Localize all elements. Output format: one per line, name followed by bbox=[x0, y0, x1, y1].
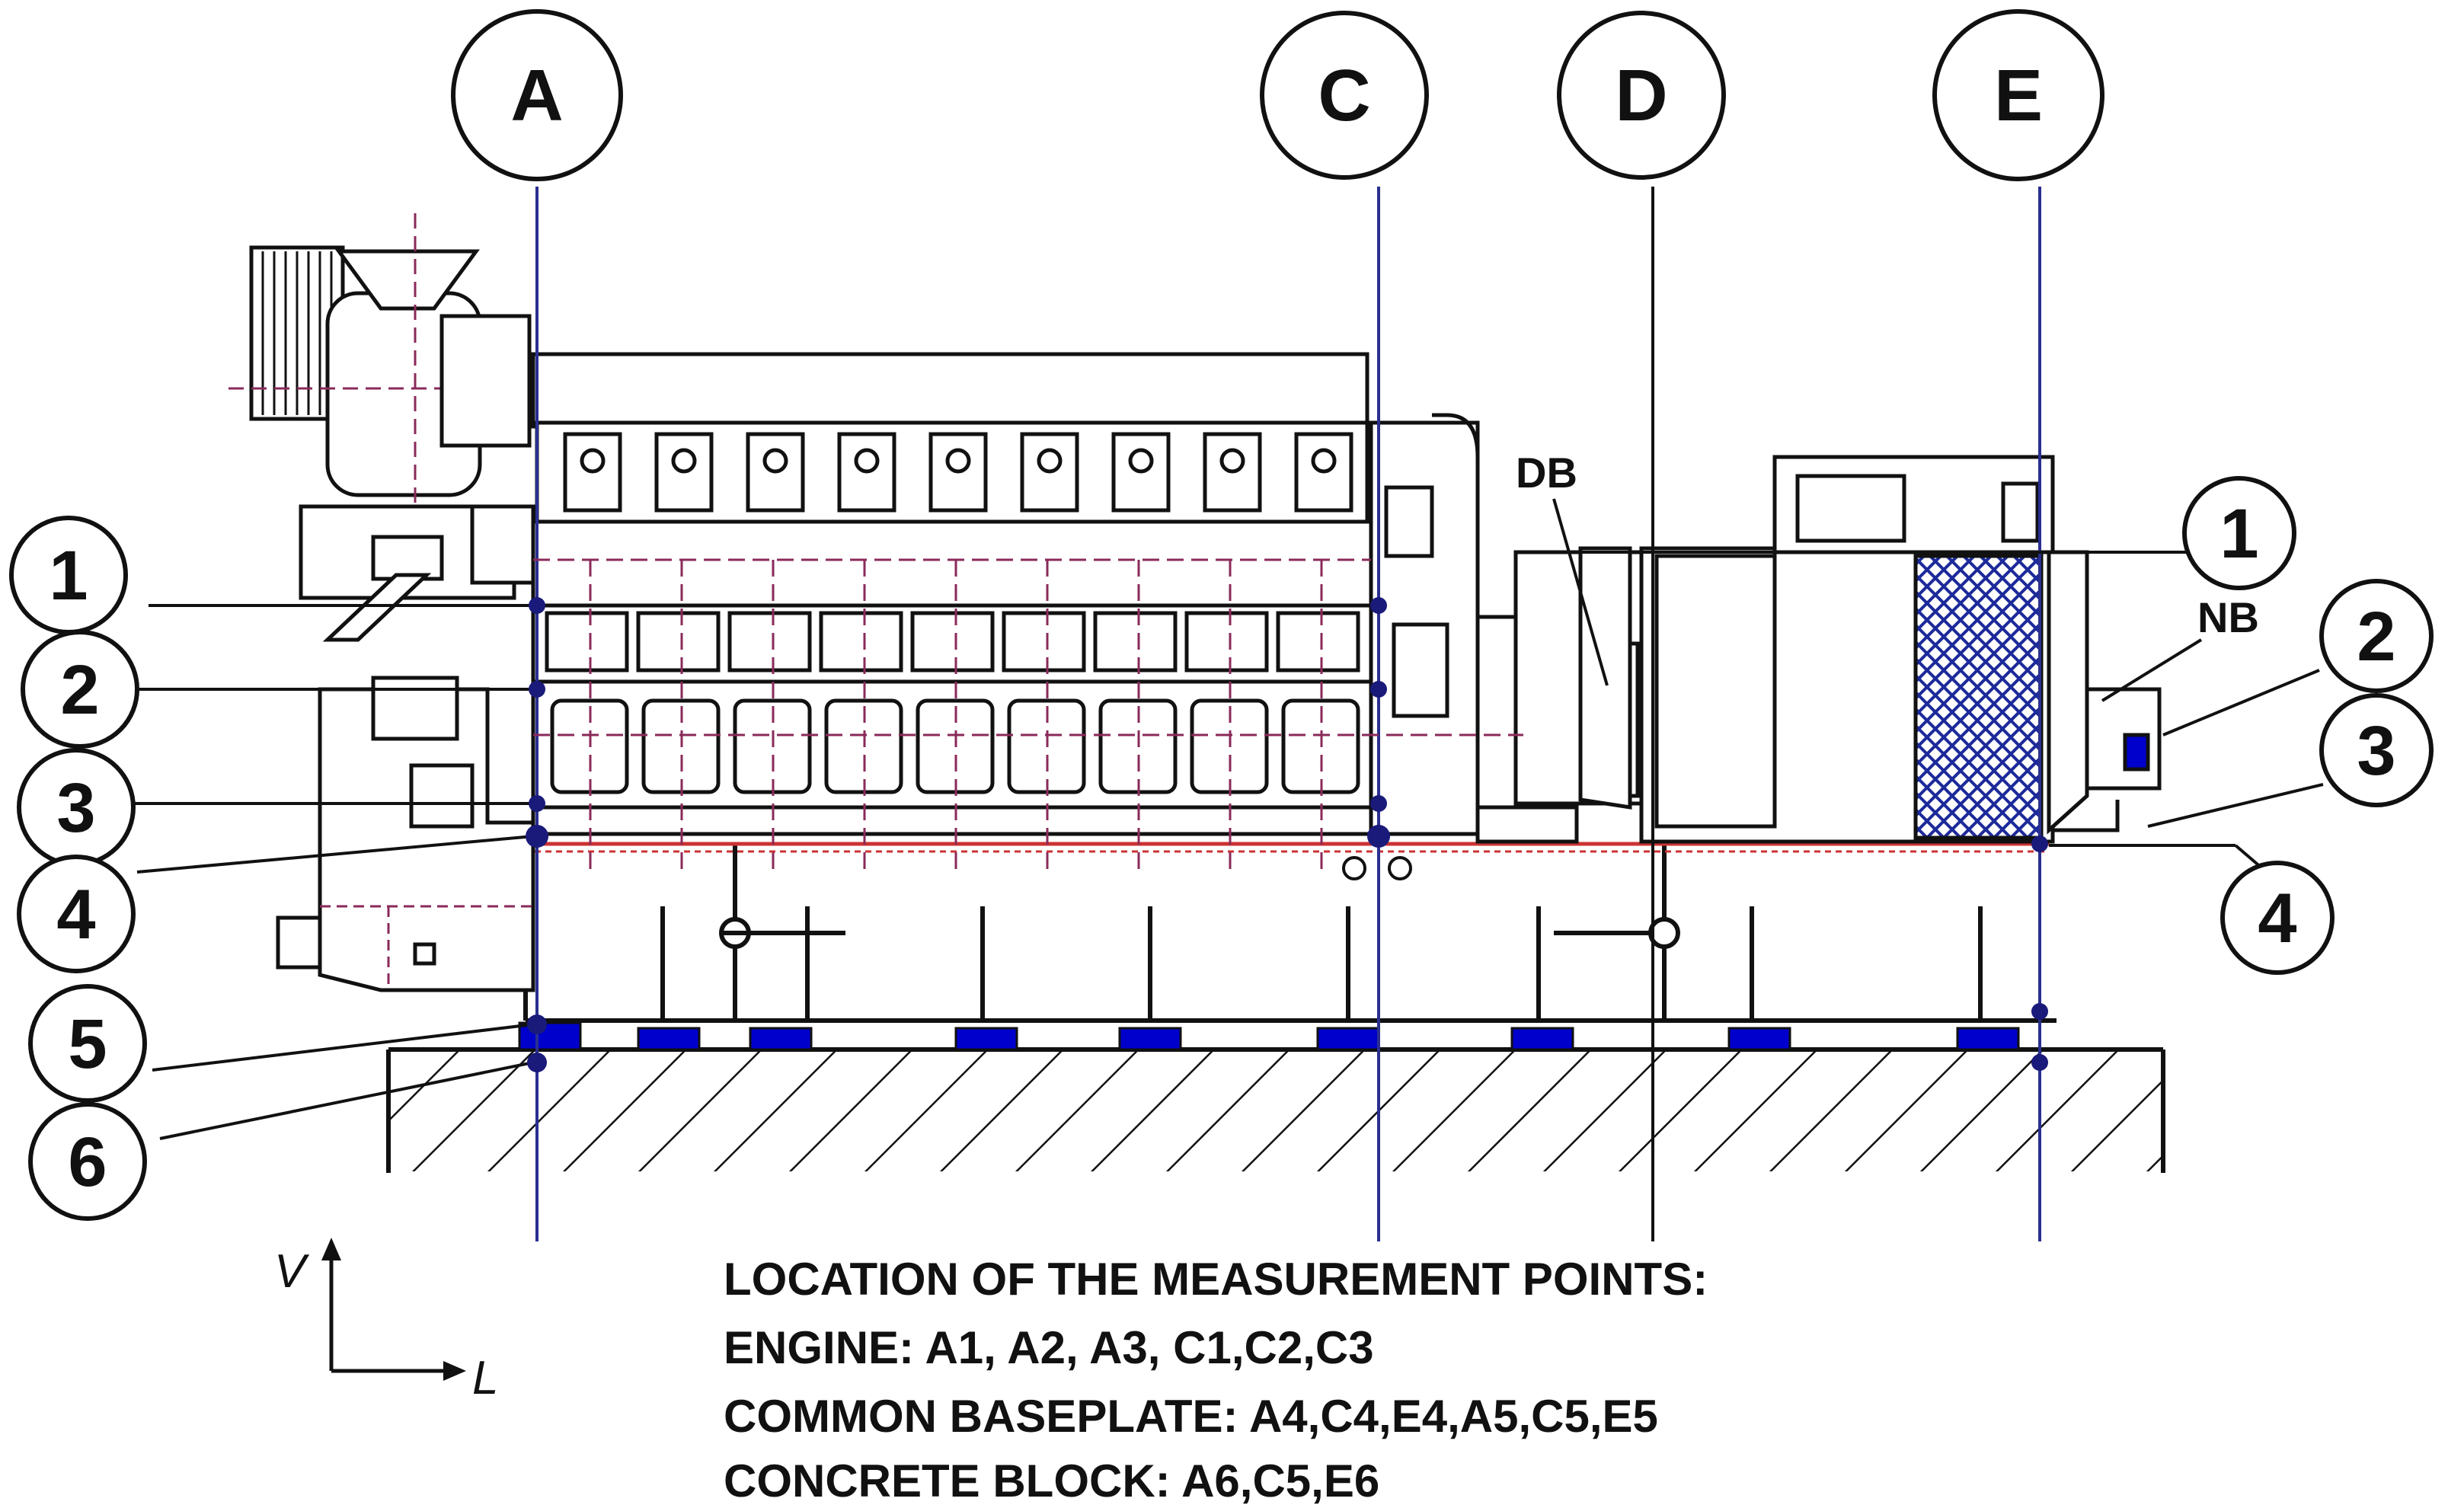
svg-text:3: 3 bbox=[56, 769, 95, 847]
svg-text:D: D bbox=[1615, 55, 1667, 136]
level-label-left-3: 3 bbox=[17, 748, 136, 867]
legend-title: LOCATION OF THE MEASUREMENT POINTS: bbox=[724, 1254, 1708, 1305]
point-a4 bbox=[526, 825, 548, 848]
level-label-right-3: 3 bbox=[2319, 693, 2434, 807]
section-label-a: A bbox=[451, 9, 623, 181]
section-label-e: E bbox=[1932, 9, 2104, 181]
level-label-left-1: 1 bbox=[9, 516, 128, 634]
engine-upper-panels bbox=[545, 611, 1360, 673]
common-baseplate bbox=[503, 842, 2049, 880]
level-label-left-2: 2 bbox=[21, 630, 139, 749]
label-non-driving-bearing: NB bbox=[2197, 593, 2259, 641]
level-label-left-4: 4 bbox=[17, 855, 136, 973]
section-label-d: D bbox=[1557, 11, 1726, 180]
legend-engine: ENGINE: A1, A2, A3, C1,C2,C3 bbox=[724, 1322, 1374, 1373]
section-label-c: C bbox=[1260, 11, 1429, 180]
axis-indicator: V L bbox=[274, 1238, 498, 1404]
legend-baseplate: COMMON BASEPLATE: A4,C4,E4,A5,C5,E5 bbox=[724, 1391, 1658, 1442]
point-a2 bbox=[529, 681, 545, 698]
point-e5 bbox=[2031, 1003, 2048, 1020]
svg-text:A: A bbox=[510, 55, 563, 136]
left-leader-lines bbox=[133, 604, 537, 1140]
axis-label-vertical: V bbox=[274, 1245, 310, 1298]
svg-text:5: 5 bbox=[68, 1005, 107, 1083]
cylinder-heads bbox=[563, 432, 1353, 513]
point-c1 bbox=[1370, 597, 1387, 614]
right-leader-lines bbox=[1523, 551, 2324, 870]
base-frame bbox=[523, 845, 2057, 1023]
svg-text:4: 4 bbox=[56, 876, 95, 954]
svg-text:2: 2 bbox=[2357, 598, 2395, 676]
point-a3 bbox=[529, 795, 545, 812]
point-e4 bbox=[2031, 835, 2048, 852]
level-label-left-5: 5 bbox=[28, 984, 147, 1103]
measurement-points bbox=[526, 597, 2048, 1072]
point-c2 bbox=[1370, 681, 1387, 698]
level-label-right-2: 2 bbox=[2319, 579, 2434, 693]
resilient-mounts bbox=[518, 1021, 2020, 1051]
diesel-engine bbox=[229, 213, 1579, 992]
label-driving-bearing: DB bbox=[1516, 449, 1577, 497]
concrete-foundation bbox=[386, 1047, 2165, 1173]
level-label-right-1: 1 bbox=[2182, 476, 2296, 590]
svg-text:6: 6 bbox=[68, 1123, 107, 1201]
point-c4 bbox=[1367, 825, 1390, 848]
point-c3 bbox=[1370, 795, 1387, 812]
svg-text:3: 3 bbox=[2357, 712, 2395, 790]
svg-text:1: 1 bbox=[49, 537, 88, 615]
svg-text:E: E bbox=[1994, 55, 2043, 136]
engine-grid-lines bbox=[533, 558, 1523, 876]
generator bbox=[1513, 455, 2162, 844]
svg-text:2: 2 bbox=[60, 651, 99, 729]
point-a6 bbox=[527, 1053, 547, 1072]
point-e6 bbox=[2031, 1054, 2048, 1071]
legend-concrete: CONCRETE BLOCK: A6,C5,E6 bbox=[724, 1455, 1379, 1504]
axis-label-longitudinal: L bbox=[472, 1352, 498, 1404]
svg-text:4: 4 bbox=[2258, 880, 2296, 957]
measurement-legend: LOCATION OF THE MEASUREMENT POINTS: ENGI… bbox=[724, 1254, 1708, 1506]
level-label-left-6: 6 bbox=[28, 1102, 147, 1221]
svg-text:C: C bbox=[1318, 55, 1370, 136]
svg-text:1: 1 bbox=[2220, 495, 2258, 573]
point-a5 bbox=[527, 1014, 547, 1034]
point-a1 bbox=[529, 597, 545, 614]
level-label-right-4: 4 bbox=[2220, 861, 2335, 975]
